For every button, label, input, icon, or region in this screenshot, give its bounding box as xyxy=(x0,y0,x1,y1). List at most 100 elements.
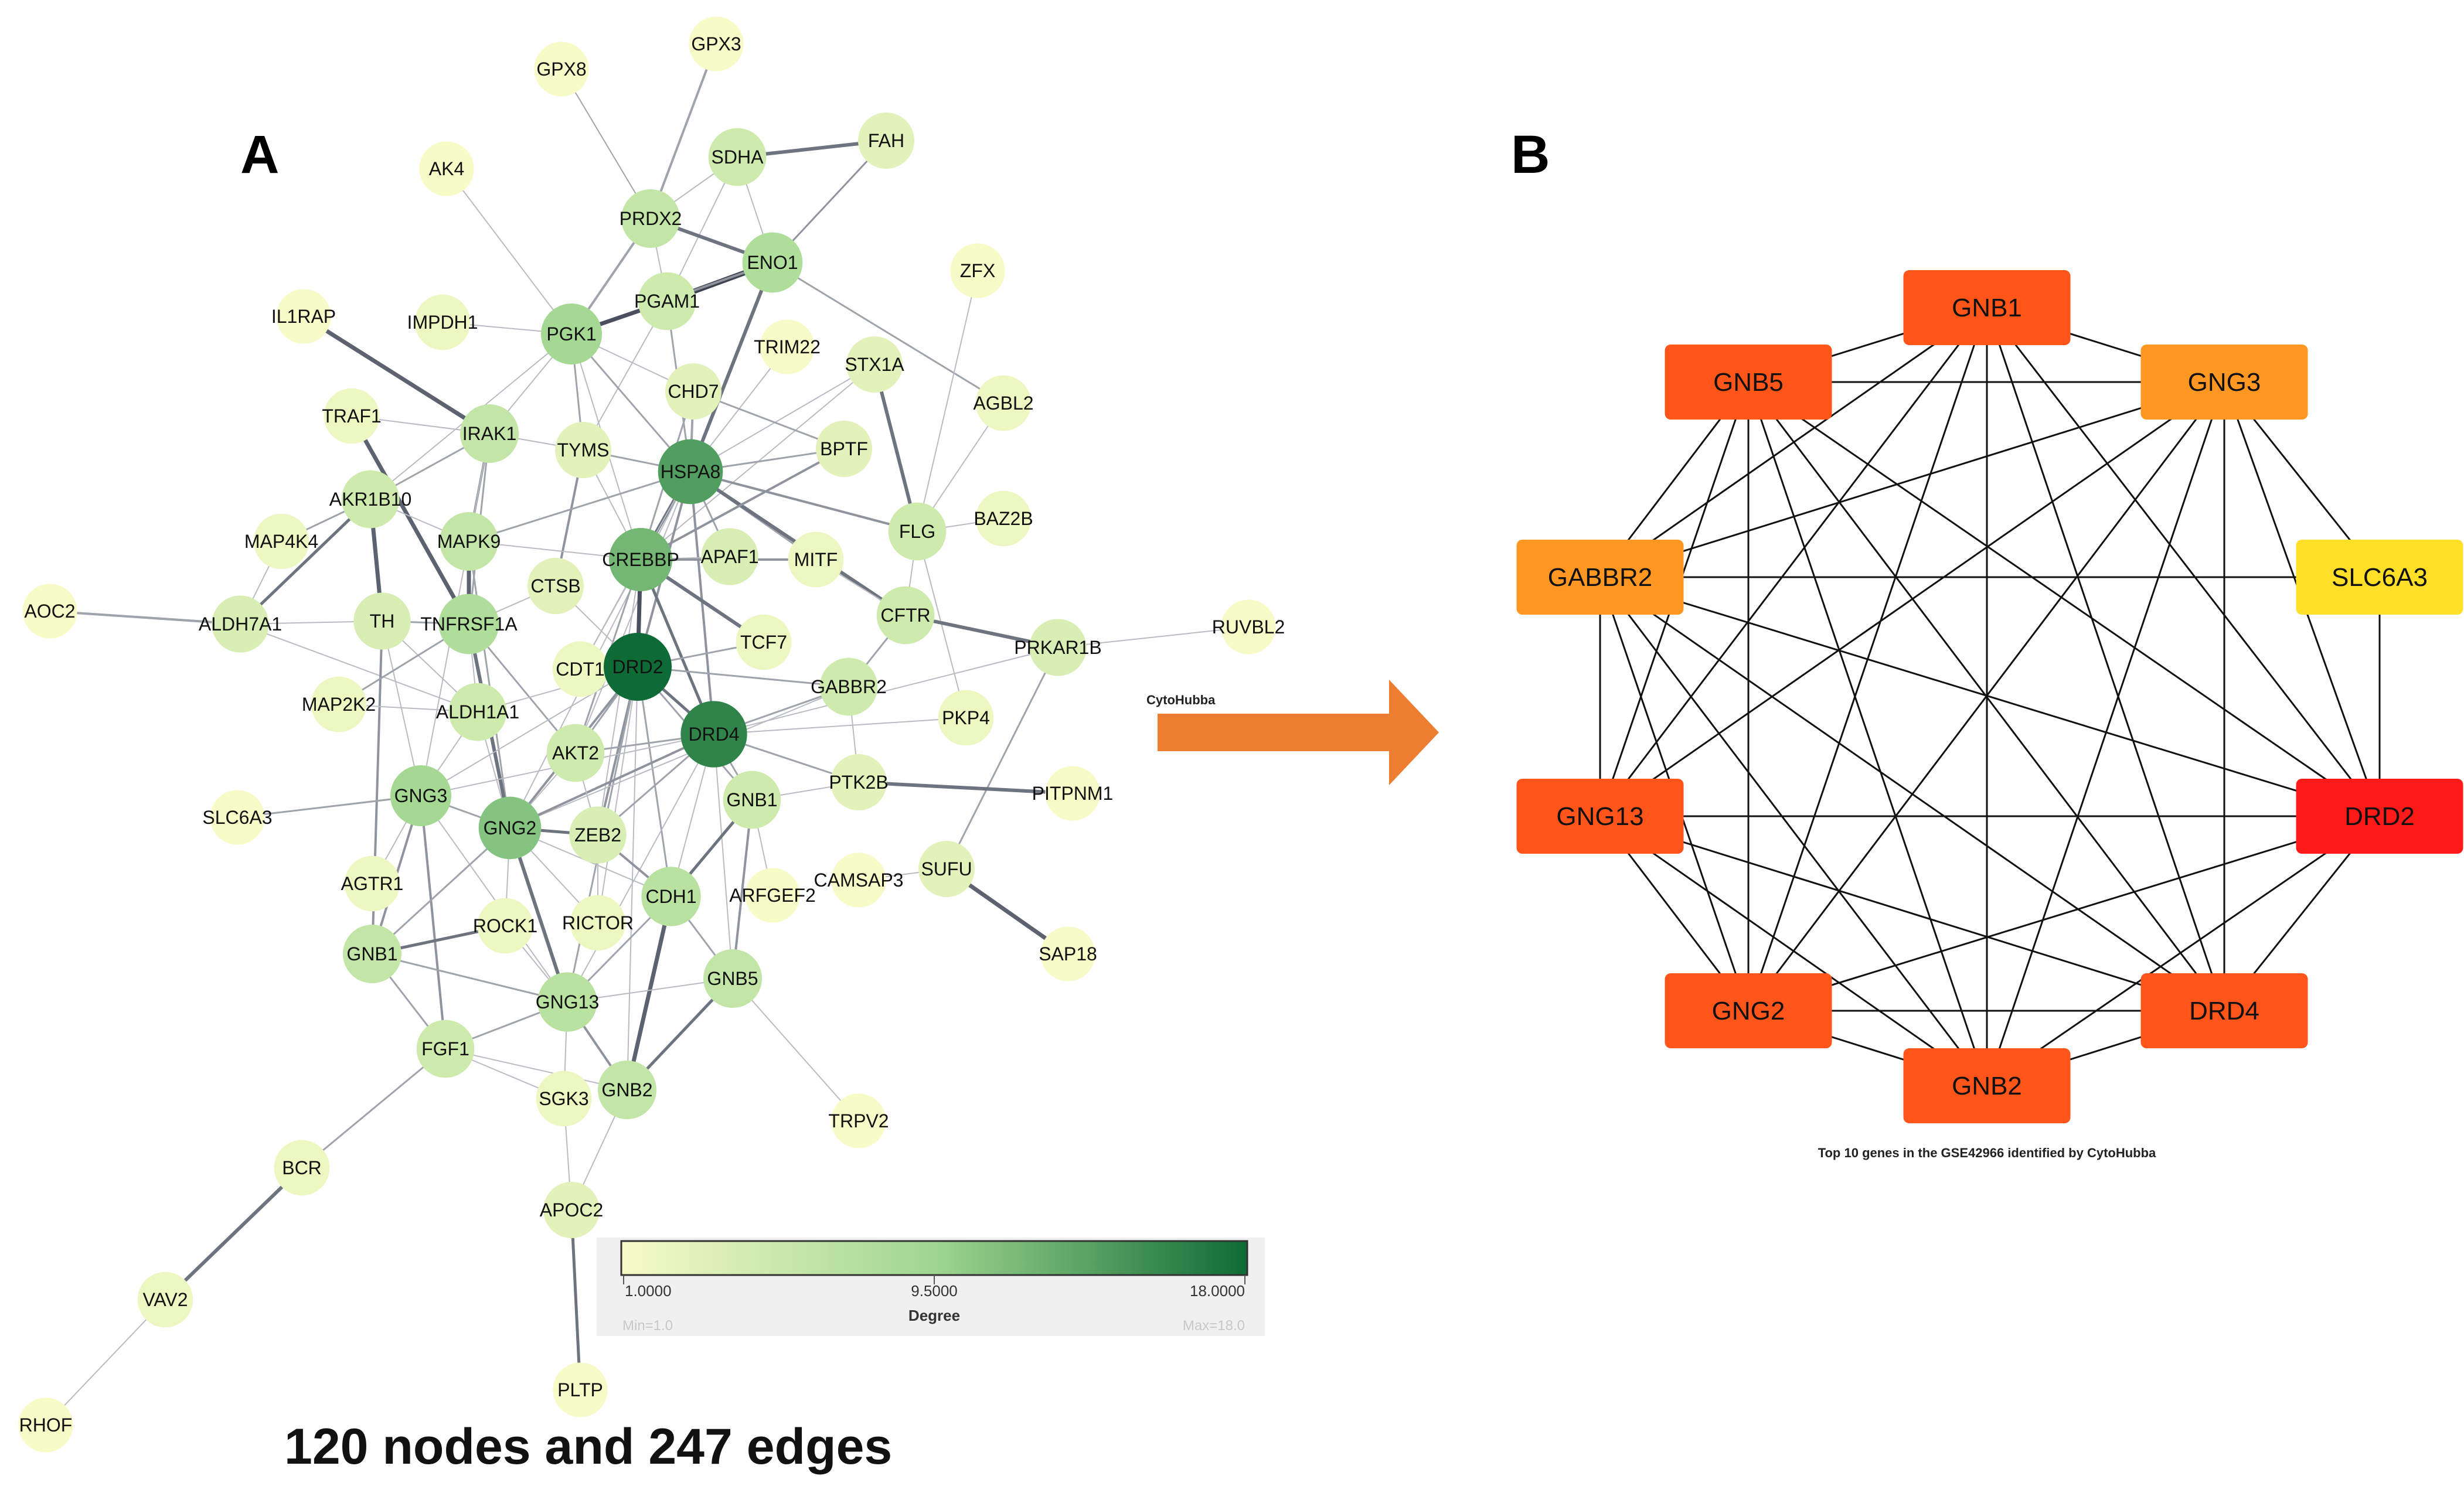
node-tyms[interactable]: TYMS xyxy=(555,422,611,478)
node-pltp[interactable]: PLTP xyxy=(553,1362,608,1417)
node-zfx[interactable]: ZFX xyxy=(950,243,1005,298)
node-circle xyxy=(311,676,367,732)
node-camsap3[interactable]: CAMSAP3 xyxy=(814,853,904,908)
node-rictor[interactable]: RICTOR xyxy=(562,895,634,951)
node-gng3[interactable]: GNG3 xyxy=(390,765,451,826)
node-sdha[interactable]: SDHA xyxy=(708,128,767,186)
node-aldh7a1[interactable]: ALDH7A1 xyxy=(199,595,282,653)
node-il1rap[interactable]: IL1RAP xyxy=(271,289,336,344)
node-ptk2b[interactable]: PTK2B xyxy=(829,754,889,810)
node-mapk9[interactable]: MAPK9 xyxy=(437,512,501,571)
node-aldh1a1[interactable]: ALDH1A1 xyxy=(436,683,519,741)
node-drd2[interactable]: DRD2 xyxy=(604,633,672,701)
hub-edge-gnb1-drd2 xyxy=(1986,307,2381,817)
node-gnb5[interactable]: GNB5 xyxy=(703,949,762,1008)
hub-gene-drd4[interactable]: DRD4 xyxy=(2140,973,2308,1048)
hub-gene-box xyxy=(1665,345,1832,420)
hub-edge-drd2-gnb5 xyxy=(1748,381,2380,817)
node-ak4[interactable]: AK4 xyxy=(419,141,474,196)
node-apaf1[interactable]: APAF1 xyxy=(701,528,759,585)
right-arrow-icon xyxy=(1158,680,1439,785)
node-mitf[interactable]: MITF xyxy=(788,531,844,588)
node-zeb2[interactable]: ZEB2 xyxy=(569,806,627,864)
node-cftr[interactable]: CFTR xyxy=(876,586,935,645)
node-slc6a3[interactable]: SLC6A3 xyxy=(202,790,273,845)
node-label: CAMSAP3 xyxy=(814,870,904,891)
node-baz2b[interactable]: BAZ2B xyxy=(974,490,1033,547)
node-circle xyxy=(665,363,721,420)
node-sap18[interactable]: SAP18 xyxy=(1039,926,1097,981)
node-gng2[interactable]: GNG2 xyxy=(478,796,542,860)
node-arfgef2[interactable]: ARFGEF2 xyxy=(729,868,816,923)
hub-gene-gng3[interactable]: GNG3 xyxy=(2140,345,2308,420)
node-gpx3[interactable]: GPX3 xyxy=(689,16,744,71)
node-agtr1[interactable]: AGTR1 xyxy=(341,855,404,912)
node-stx1a[interactable]: STX1A xyxy=(845,336,904,393)
hub-gene-gabbr2[interactable]: GABBR2 xyxy=(1516,540,1684,615)
node-aoc2[interactable]: AOC2 xyxy=(22,584,77,639)
hub-edge-gnb1-drd4 xyxy=(1986,307,2225,1011)
node-rock1[interactable]: ROCK1 xyxy=(473,898,537,954)
node-ctsb[interactable]: CTSB xyxy=(527,558,584,614)
node-label: CREBBP xyxy=(602,549,679,570)
node-crebbp[interactable]: CREBBP xyxy=(602,528,679,591)
node-agbl2[interactable]: AGBL2 xyxy=(973,375,1034,431)
node-trpv2[interactable]: TRPV2 xyxy=(828,1093,889,1148)
hub-gene-gng2[interactable]: GNG2 xyxy=(1665,973,1832,1048)
node-akt2[interactable]: AKT2 xyxy=(546,724,605,782)
node-prkar1b[interactable]: PRKAR1B xyxy=(1014,619,1102,676)
node-chd7[interactable]: CHD7 xyxy=(665,363,721,420)
node-bptf[interactable]: BPTF xyxy=(816,421,872,477)
hub-gene-gnb5[interactable]: GNB5 xyxy=(1665,345,1832,420)
node-map2k2[interactable]: MAP2K2 xyxy=(302,676,376,732)
node-gnb1-right[interactable]: GNB1 xyxy=(723,771,781,829)
node-flg[interactable]: FLG xyxy=(888,502,947,561)
node-label: MAP4K4 xyxy=(244,531,318,552)
node-hspa8[interactable]: HSPA8 xyxy=(658,439,723,505)
node-impdh1[interactable]: IMPDH1 xyxy=(407,294,478,350)
node-circle xyxy=(18,1397,73,1453)
node-circle xyxy=(819,657,878,716)
node-fgf1[interactable]: FGF1 xyxy=(416,1020,475,1078)
node-prdx2[interactable]: PRDX2 xyxy=(620,189,682,248)
hub-gene-drd2[interactable]: DRD2 xyxy=(2296,779,2463,854)
edge-PTK2B-PITPNM1 xyxy=(858,780,1073,795)
edge-BPTF-CREBBP xyxy=(640,448,845,561)
node-fah[interactable]: FAH xyxy=(858,113,914,169)
node-pkp4[interactable]: PKP4 xyxy=(938,690,994,746)
node-sgk3[interactable]: SGK3 xyxy=(536,1071,592,1127)
node-map4k4[interactable]: MAP4K4 xyxy=(244,513,318,570)
hub-edge-gnb2-gabbr2 xyxy=(1599,577,1988,1086)
node-irak1[interactable]: IRAK1 xyxy=(460,404,519,463)
node-apoc2[interactable]: APOC2 xyxy=(540,1182,603,1238)
node-cdh1[interactable]: CDH1 xyxy=(641,867,701,926)
node-rhof[interactable]: RHOF xyxy=(18,1397,73,1453)
node-gpx8[interactable]: GPX8 xyxy=(534,42,589,97)
node-th[interactable]: TH xyxy=(353,592,411,650)
node-gnb1-left[interactable]: GNB1 xyxy=(343,925,401,983)
node-akr1b10[interactable]: AKR1B10 xyxy=(329,470,412,529)
edge-TRAF1-TNFRSF1A xyxy=(349,415,471,625)
node-trim22[interactable]: TRIM22 xyxy=(754,319,821,374)
node-pgam1[interactable]: PGAM1 xyxy=(634,272,700,330)
node-ruvbl2[interactable]: RUVBL2 xyxy=(1212,599,1285,655)
node-gabbr2[interactable]: GABBR2 xyxy=(811,657,887,716)
hub-gene-slc6a3[interactable]: SLC6A3 xyxy=(2296,540,2463,615)
node-tnfrsf1a[interactable]: TNFRSF1A xyxy=(420,594,518,655)
node-drd4[interactable]: DRD4 xyxy=(680,701,747,768)
node-pitpnm1[interactable]: PITPNM1 xyxy=(1032,766,1114,821)
hub-gene-gnb2[interactable]: GNB2 xyxy=(1903,1048,2071,1123)
node-eno1[interactable]: ENO1 xyxy=(742,232,803,293)
node-tcf7[interactable]: TCF7 xyxy=(736,614,792,670)
hub-gene-gnb1[interactable]: GNB1 xyxy=(1903,270,2071,345)
node-gng13[interactable]: GNG13 xyxy=(536,972,599,1032)
node-bcr[interactable]: BCR xyxy=(274,1140,330,1196)
node-sufu[interactable]: SUFU xyxy=(918,841,975,897)
node-pgk1[interactable]: PGK1 xyxy=(541,304,602,364)
node-traf1[interactable]: TRAF1 xyxy=(322,388,382,444)
node-cdt1[interactable]: CDT1 xyxy=(552,641,608,697)
hub-gene-gng13[interactable]: GNG13 xyxy=(1516,779,1684,854)
node-vav2[interactable]: VAV2 xyxy=(137,1272,193,1328)
node-label: RICTOR xyxy=(562,912,634,933)
node-gnb2[interactable]: GNB2 xyxy=(598,1061,656,1119)
